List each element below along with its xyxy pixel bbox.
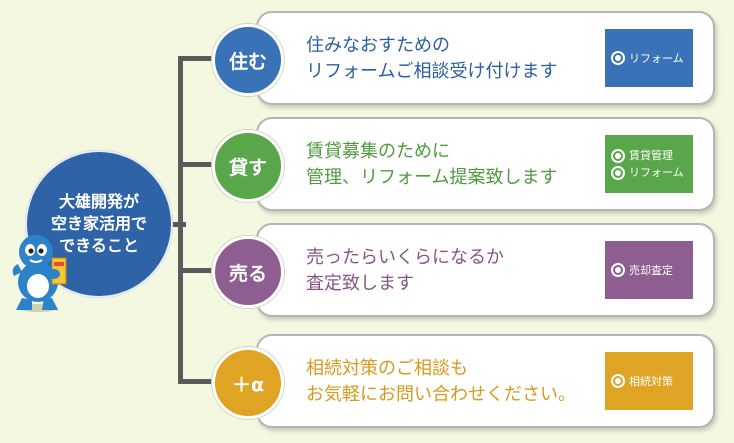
service-text-sell: 売ったらいくらになるか 査定致します (306, 245, 504, 297)
service-text-plus: 相続対策のご相談も お気軽にお問い合わせください。 (306, 356, 576, 408)
service-text-line: お気軽にお問い合わせください。 (306, 384, 576, 405)
button-row: 売却査定 (611, 262, 673, 279)
service-text-line: 住みなおすための (306, 35, 450, 56)
badge-sell: 売る (212, 236, 284, 308)
radio-dot-icon (611, 374, 625, 388)
button-row: 賃貸管理 (611, 147, 673, 164)
connector-row-1 (178, 56, 216, 61)
connector-spine (178, 58, 183, 384)
button-label: リフォーム (629, 51, 684, 65)
button-row: 相続対策 (611, 373, 673, 390)
service-text-line: 相続対策のご相談も (306, 358, 468, 379)
badge-rent: 貸す (212, 130, 284, 202)
service-text-line: 管理、リフォーム提案致します (306, 167, 558, 188)
badge-live: 住む (212, 24, 284, 96)
service-card-sell: 売ったらいくらになるか 査定致します (256, 223, 715, 317)
button-label: 賃貸管理 (629, 149, 673, 162)
badge-plus: ＋α (212, 347, 284, 419)
radio-dot-icon (611, 263, 625, 277)
sale-appraisal-button[interactable]: 売却査定 (605, 241, 693, 299)
service-text-line: 査定致します (306, 273, 414, 294)
service-text-live: 住みなおすための リフォームご相談受け付けます (306, 33, 557, 85)
connector-row-3 (178, 268, 216, 273)
hub-label: 大雄開発が 空き家活用で できること (50, 192, 147, 255)
button-row: リフォーム (611, 164, 684, 181)
badge-label: 貸す (228, 156, 267, 179)
radio-dot-icon (611, 51, 625, 65)
mascot-icon (12, 235, 67, 312)
service-text-line: リフォームご相談受け付けます (306, 61, 558, 82)
service-text-line: 賃貸募集のために (306, 141, 450, 162)
badge-label: ＋α (231, 373, 265, 396)
rental-management-button[interactable]: 賃貸管理 リフォーム (605, 135, 693, 193)
button-label: 売却査定 (629, 263, 673, 277)
button-label: 相続対策 (629, 374, 673, 388)
radio-dot-icon (611, 165, 625, 180)
connector-row-4 (178, 379, 216, 384)
service-text-line: 売ったらいくらになるか (306, 247, 504, 268)
button-row: リフォーム (611, 50, 684, 67)
badge-label: 住む (228, 50, 267, 73)
badge-label: 売る (228, 262, 267, 285)
button-label: リフォーム (629, 166, 684, 179)
reform-button[interactable]: リフォーム (605, 29, 693, 87)
inheritance-button[interactable]: 相続対策 (605, 352, 693, 410)
connector-row-2 (178, 162, 216, 167)
service-card-rent: 賃貸募集のために 管理、リフォーム提案致します (256, 117, 715, 211)
service-text-rent: 賃貸募集のために 管理、リフォーム提案致します (306, 139, 557, 191)
radio-dot-icon (611, 148, 625, 163)
